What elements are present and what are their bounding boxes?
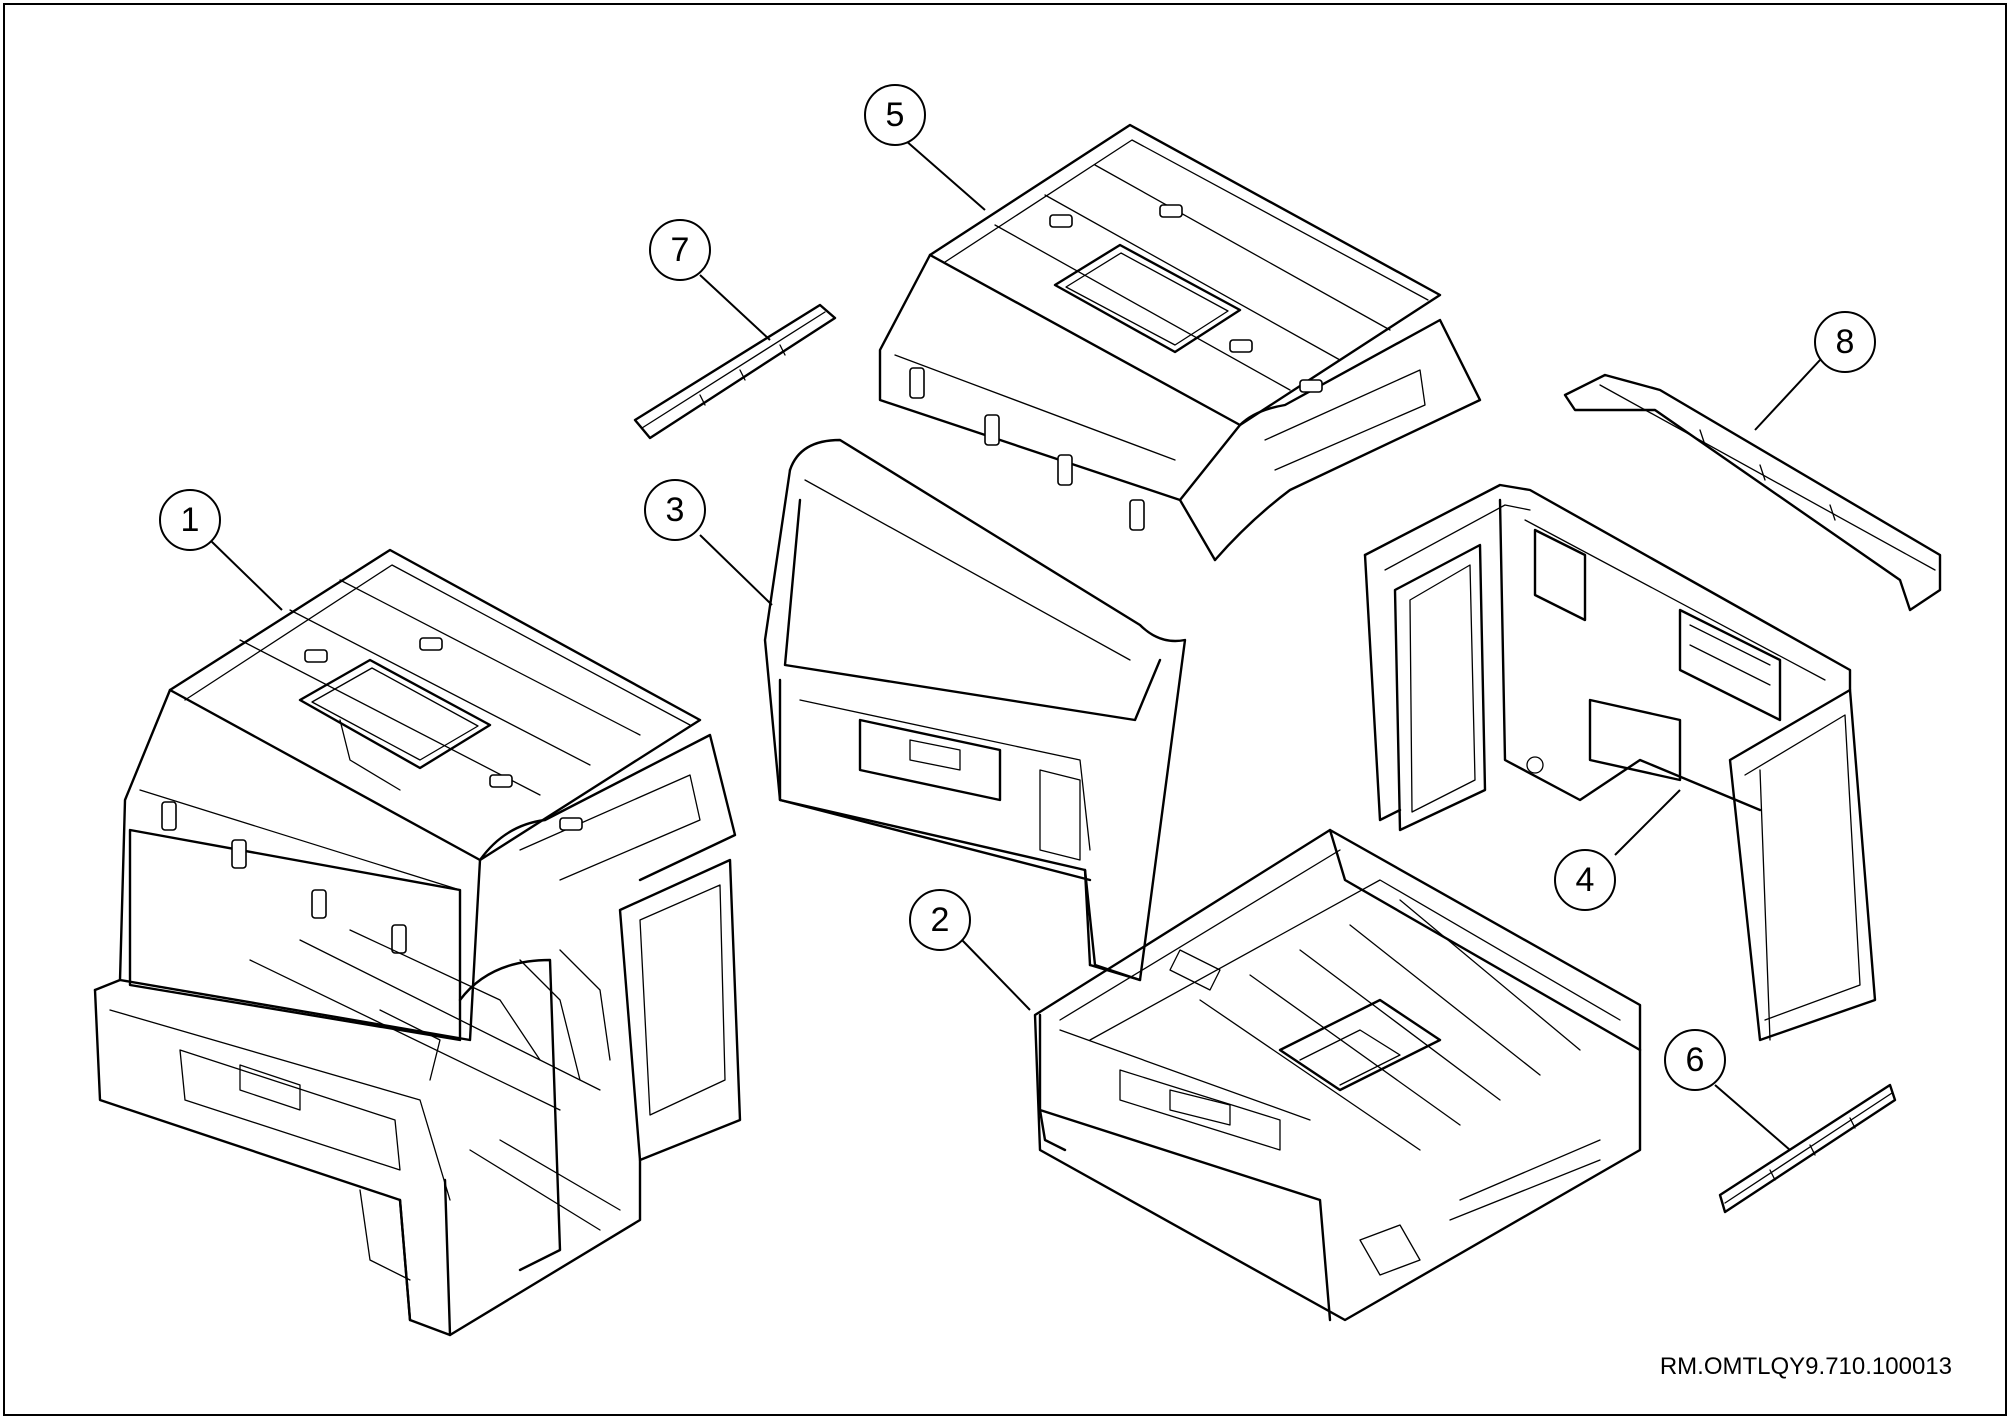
part-7-roof-bar: [633, 303, 837, 440]
callout-3: 3: [644, 479, 706, 541]
document-reference: RM.OMTLQY9.710.100013: [1659, 1353, 1952, 1380]
callout-6: 6: [1664, 1029, 1726, 1091]
callout-7: 7: [649, 219, 711, 281]
callout-8-label: 8: [1836, 323, 1855, 361]
part-1-assembled-cab: [93, 548, 742, 1337]
part-2-floor-assembly: [1033, 828, 1642, 1322]
part-3-front-frame: [763, 438, 1187, 982]
callout-3-label: 3: [666, 491, 685, 529]
callout-1: 1: [159, 489, 221, 551]
callout-8: 8: [1814, 311, 1876, 373]
callout-5-label: 5: [886, 96, 905, 134]
callout-1-label: 1: [181, 501, 200, 539]
callout-2: 2: [909, 889, 971, 951]
callout-7-label: 7: [671, 231, 690, 269]
drawing-frame: [3, 3, 2007, 1416]
callout-4: 4: [1554, 849, 1616, 911]
callout-2-label: 2: [931, 901, 950, 939]
callout-leaders: [209, 139, 1821, 1151]
callout-5: 5: [864, 84, 926, 146]
part-6-floor-bar: [1718, 1083, 1897, 1214]
part-8-roof-rail: [1563, 373, 1942, 612]
callout-6-label: 6: [1686, 1041, 1705, 1079]
part-5-roof-panel: [878, 123, 1482, 562]
callout-4-label: 4: [1576, 861, 1595, 899]
part-4-side-walls: [1363, 483, 1877, 1042]
